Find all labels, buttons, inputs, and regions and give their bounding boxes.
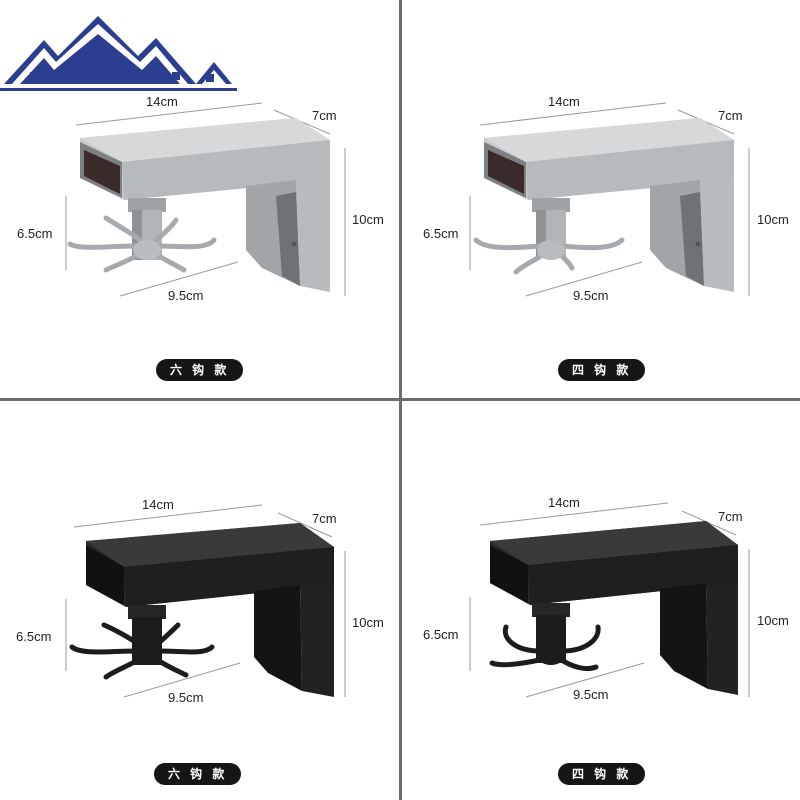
dim-width: 14cm bbox=[548, 495, 580, 510]
dim-hook-drop: 6.5cm bbox=[17, 226, 53, 241]
dim-width: 14cm bbox=[146, 94, 178, 109]
dim-height: 10cm bbox=[352, 615, 384, 630]
variant-label: 六 钩 款 bbox=[154, 763, 242, 785]
panel-silver-six-hook: 14cm 7cm 10cm 6.5cm 9.5cm 六 钩 款 bbox=[0, 0, 399, 399]
dim-base: 9.5cm bbox=[573, 687, 609, 702]
panel-black-six-hook: 14cm 7cm 10cm 6.5cm 9.5cm 六 钩 款 bbox=[0, 401, 399, 800]
house-roofs-logo-graphic bbox=[0, 16, 237, 91]
silver-six-hook-hanger-image bbox=[65, 102, 346, 297]
dim-depth: 7cm bbox=[718, 509, 743, 524]
silver-four-hook-hanger-image bbox=[469, 102, 750, 297]
dim-hook-drop: 6.5cm bbox=[423, 226, 459, 241]
horizontal-divider bbox=[0, 398, 800, 401]
black-four-hook-hanger-image bbox=[469, 502, 750, 698]
panel-black-four-hook: 14cm 7cm 10cm 6.5cm 9.5cm 四 钩 款 bbox=[402, 401, 800, 800]
panel-silver-four-hook: 14cm 7cm 10cm 6.5cm 9.5cm 四 钩 款 bbox=[402, 0, 800, 399]
dim-base: 9.5cm bbox=[573, 288, 609, 303]
variant-label: 四 钩 款 bbox=[558, 359, 646, 381]
variant-label: 四 钩 款 bbox=[558, 763, 646, 785]
black-six-hook-hanger-image bbox=[65, 504, 346, 698]
house-roofs-logo bbox=[0, 0, 237, 97]
dim-height: 10cm bbox=[352, 212, 384, 227]
dim-base: 9.5cm bbox=[168, 690, 204, 705]
dim-hook-drop: 6.5cm bbox=[423, 627, 459, 642]
dim-base: 9.5cm bbox=[168, 288, 204, 303]
dim-depth: 7cm bbox=[312, 108, 337, 123]
dim-depth: 7cm bbox=[312, 511, 337, 526]
dim-width: 14cm bbox=[548, 94, 580, 109]
dim-height: 10cm bbox=[757, 613, 789, 628]
dim-height: 10cm bbox=[757, 212, 789, 227]
variant-label: 六 钩 款 bbox=[156, 359, 244, 381]
dim-hook-drop: 6.5cm bbox=[16, 629, 52, 644]
dim-depth: 7cm bbox=[718, 108, 743, 123]
dim-width: 14cm bbox=[142, 497, 174, 512]
